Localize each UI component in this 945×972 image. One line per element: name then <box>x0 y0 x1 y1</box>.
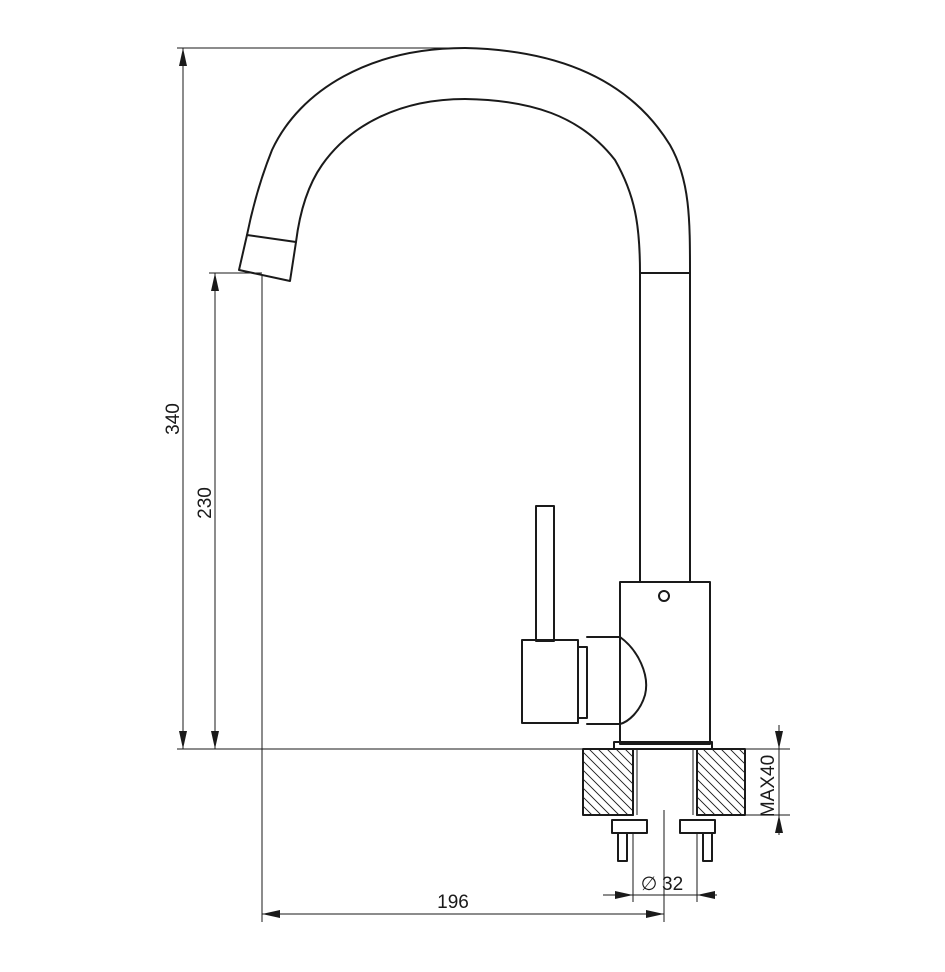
hatch-line <box>583 760 633 812</box>
hatch-line <box>583 778 620 815</box>
hatch-line <box>634 749 700 815</box>
hatch-line <box>802 749 868 815</box>
arrow-196-left <box>262 910 280 918</box>
dimension-labels: 340 230 196 ∅ 32 MAX40 <box>163 403 779 913</box>
hatch-line <box>697 760 745 810</box>
hatch-line <box>712 750 745 783</box>
hatch-line <box>625 750 633 758</box>
hatch-line <box>784 749 850 815</box>
hatch-left <box>583 749 763 815</box>
lever-stem <box>535 505 555 642</box>
arrow-32-left <box>615 891 633 899</box>
hatch-line <box>616 750 633 767</box>
spout-outer-curve <box>246 47 691 274</box>
hatch-line <box>670 749 736 815</box>
mounting-nut-left <box>611 819 648 834</box>
hatch-line <box>607 750 633 776</box>
hatch-line <box>697 778 734 815</box>
label-max40: MAX40 <box>758 755 779 817</box>
hatch-line <box>697 814 698 815</box>
hatch-line <box>583 787 611 815</box>
arrow-32-right <box>697 891 715 899</box>
dimension-lines <box>177 47 790 922</box>
hatch-line <box>697 749 763 815</box>
cartridge-housing <box>586 636 648 725</box>
arrow-230-top <box>211 273 219 291</box>
faucet-body <box>619 581 711 745</box>
label-230: 230 <box>195 487 216 519</box>
hatch-line <box>721 750 745 774</box>
faucet-outline <box>238 47 713 750</box>
hatch-line <box>598 750 633 785</box>
hatch-line <box>589 750 633 794</box>
hatch-line <box>697 787 725 815</box>
mounting-nut-right <box>679 819 716 834</box>
hatch-line <box>697 769 743 815</box>
hatch-line <box>793 749 859 815</box>
arrow-340-bottom <box>179 731 187 749</box>
arrow-230-bottom <box>211 731 219 749</box>
arrow-196-right <box>646 910 664 918</box>
spout-inner-curve <box>295 98 641 274</box>
arrow-max40-bottom <box>775 815 783 833</box>
label-32: 32 <box>662 874 683 895</box>
countertop-section <box>582 748 868 862</box>
hatch-line <box>583 796 602 815</box>
hatch-line <box>679 749 745 815</box>
body-screw-hole <box>658 590 670 602</box>
label-diameter-symbol: ∅ <box>641 874 658 895</box>
hatch-line <box>583 751 633 803</box>
hatch-line <box>583 814 584 815</box>
hatch-line <box>652 749 718 815</box>
hatch-line <box>775 749 841 815</box>
hatch-line <box>697 751 745 801</box>
hatch-line <box>583 769 629 815</box>
lever-collar <box>577 646 588 719</box>
arrow-340-top <box>179 48 187 66</box>
label-340: 340 <box>163 403 184 435</box>
hatch-right <box>697 749 868 815</box>
bolt-right <box>702 832 713 862</box>
spout-aerator <box>238 234 297 282</box>
label-196: 196 <box>437 892 469 913</box>
hatch-line <box>697 796 716 815</box>
bolt-left <box>617 832 628 862</box>
hatch-line <box>730 750 745 765</box>
hatch-line <box>643 749 709 815</box>
hatch-line <box>703 750 745 792</box>
arrow-max40-top <box>775 731 783 749</box>
lever-block <box>521 639 579 724</box>
spout-riser <box>639 272 691 583</box>
hatch-line <box>661 749 727 815</box>
